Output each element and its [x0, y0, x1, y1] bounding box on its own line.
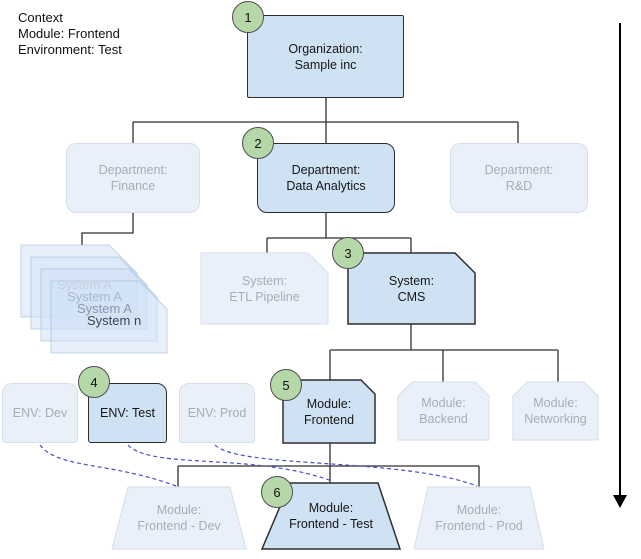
step-badge-1[interactable]: 1	[232, 1, 264, 33]
step-badge-2[interactable]: 2	[242, 127, 274, 159]
system-stack-node[interactable]	[20, 244, 168, 354]
stack-card[interactable]	[50, 280, 168, 354]
arrowhead-down-icon	[613, 495, 627, 508]
env-prod-node[interactable]	[179, 383, 255, 443]
system-cms-node[interactable]	[347, 252, 476, 325]
context-module: Module: Frontend	[18, 26, 120, 42]
frontend-dev-node[interactable]	[111, 486, 247, 550]
env-instance-dashed-links	[39, 444, 478, 487]
dept-rd-node[interactable]	[450, 143, 588, 213]
step-badge-6[interactable]: 6	[261, 476, 293, 508]
step-badge-4[interactable]: 4	[78, 366, 110, 398]
tree-connectors	[81, 98, 559, 487]
system-etl-node[interactable]	[200, 252, 329, 325]
dashed-link-dev	[39, 444, 177, 487]
frontend-test-node[interactable]	[260, 482, 402, 550]
organization-node[interactable]	[247, 15, 404, 98]
dashed-link-prod	[214, 444, 478, 487]
module-networking-node[interactable]	[512, 381, 599, 441]
flow-direction-arrow	[613, 23, 627, 508]
context-annotation: Context Module: Frontend Environment: Te…	[18, 10, 238, 58]
env-dev-node[interactable]	[2, 383, 78, 443]
module-backend-node[interactable]	[397, 381, 490, 441]
frontend-prod-node[interactable]	[413, 486, 545, 550]
step-badge-3[interactable]: 3	[332, 237, 364, 269]
dashed-link-test	[127, 444, 333, 482]
dept-finance-node[interactable]	[66, 143, 200, 213]
dept-data-analytics-node[interactable]	[257, 143, 395, 213]
context-environment: Environment: Test	[18, 42, 122, 58]
step-badge-5[interactable]: 5	[270, 369, 302, 401]
context-title: Context	[18, 10, 63, 25]
